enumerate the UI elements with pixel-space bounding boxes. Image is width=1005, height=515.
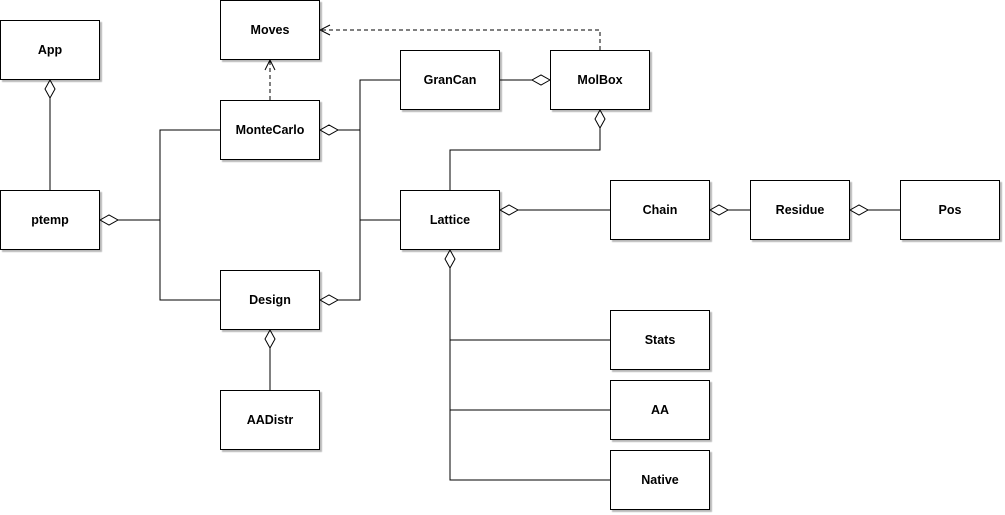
aggregation-diamond (594, 108, 606, 130)
class-box-montecarlo[interactable]: MonteCarlo (220, 100, 320, 160)
aggregation-diamond (98, 214, 120, 226)
class-box-ptemp[interactable]: ptemp (0, 190, 100, 250)
aggregation-diamond (530, 74, 552, 86)
class-label: Native (641, 473, 679, 487)
aggregation-diamond (264, 328, 276, 350)
aggregation-diamonds (44, 74, 870, 350)
class-box-chain[interactable]: Chain (610, 180, 710, 240)
class-box-app[interactable]: App (0, 20, 100, 80)
class-box-aa[interactable]: AA (610, 380, 710, 440)
class-label: App (37, 43, 63, 57)
aggregation-diamond (848, 204, 870, 216)
aggregation-connector (100, 129, 220, 221)
aggregation-diamond (318, 294, 340, 306)
aggregation-connector (449, 250, 610, 341)
aggregation-connector (320, 79, 400, 131)
class-label: Lattice (429, 213, 471, 227)
class-label: Design (249, 293, 291, 307)
aggregation-connector (320, 129, 400, 221)
class-label: Pos (938, 203, 962, 217)
class-label: AA (650, 403, 670, 417)
class-box-stats[interactable]: Stats (610, 310, 710, 370)
class-box-native[interactable]: Native (610, 450, 710, 510)
class-box-moves[interactable]: Moves (220, 0, 320, 60)
dependency-connector (320, 30, 601, 50)
class-label: Stats (644, 333, 676, 347)
class-box-lattice[interactable]: Lattice (400, 190, 500, 250)
class-label: GranCan (423, 73, 477, 87)
aggregation-connector (449, 250, 610, 481)
class-label: MonteCarlo (235, 123, 305, 137)
class-box-design[interactable]: Design (220, 270, 320, 330)
aggregation-connector (449, 250, 610, 411)
aggregation-diamond (498, 204, 520, 216)
class-box-aadistr[interactable]: AADistr (220, 390, 320, 450)
class-box-pos[interactable]: Pos (900, 180, 1000, 240)
aggregation-connector (449, 110, 601, 190)
class-label: AADistr (246, 413, 294, 427)
class-label: Chain (642, 203, 678, 217)
class-label: Residue (775, 203, 825, 217)
aggregation-connector (320, 219, 400, 301)
class-label: ptemp (31, 213, 69, 227)
class-label: Moves (250, 23, 290, 37)
class-box-grancan[interactable]: GranCan (400, 50, 500, 110)
class-label: MolBox (577, 73, 623, 87)
class-box-molbox[interactable]: MolBox (550, 50, 650, 110)
aggregation-connector (100, 219, 220, 301)
aggregation-diamond (708, 204, 730, 216)
class-box-residue[interactable]: Residue (750, 180, 850, 240)
aggregation-diamond (318, 124, 340, 136)
aggregation-diamond (444, 248, 456, 270)
aggregation-diamond (44, 78, 56, 100)
